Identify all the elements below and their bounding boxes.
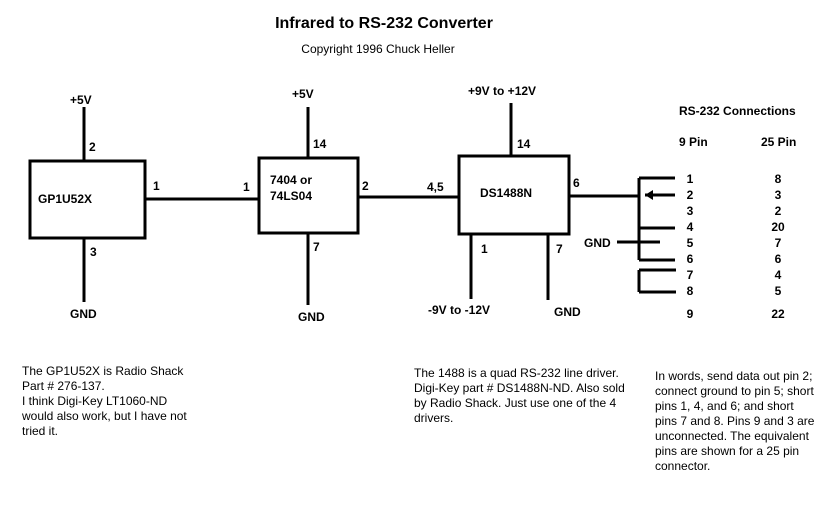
inverter-supply: +5V bbox=[292, 87, 314, 101]
inverter-label-line2: 74LS04 bbox=[270, 189, 312, 203]
rs232-25pin-4: 20 bbox=[771, 220, 785, 234]
rs232-25pin-5: 7 bbox=[775, 236, 782, 250]
rs232-9pin-7: 7 bbox=[687, 268, 694, 282]
gp1u52x-supply: +5V bbox=[70, 93, 92, 107]
rs232-25pin-9: 22 bbox=[771, 307, 785, 321]
rs232-col-9pin: 9 Pin bbox=[679, 135, 708, 149]
inverter-pin-out: 2 bbox=[362, 179, 369, 193]
ds1488-block: DS1488N 4,5 +9V to +12V 14 1 -9V to -12V… bbox=[427, 84, 581, 319]
ds1488-pin-out: 6 bbox=[573, 176, 580, 190]
diagram-title: Infrared to RS-232 Converter bbox=[275, 15, 493, 32]
ds1488-label: DS1488N bbox=[480, 186, 532, 200]
rs232-9pin-5: 5 bbox=[687, 236, 694, 250]
note-ds1488-text: The 1488 is a quad RS-232 line driver. D… bbox=[414, 366, 625, 425]
rs232-9pin-4: 4 bbox=[687, 220, 694, 234]
rs232-25pin-7: 4 bbox=[775, 268, 782, 282]
gp1u52x-block: GP1U52X +5V 2 3 GND 1 bbox=[28, 93, 160, 321]
rs232-9pin-2: 2 bbox=[687, 188, 694, 202]
ds1488-pin-neg: 1 bbox=[481, 242, 488, 256]
rs232-9pin-9: 9 bbox=[687, 307, 694, 321]
rs232-25pin-2: 3 bbox=[775, 188, 782, 202]
gp1u52x-pin-gnd: 3 bbox=[90, 245, 97, 259]
rs232-25pin-8: 5 bbox=[775, 284, 782, 298]
gp1u52x-pin-out: 1 bbox=[153, 179, 160, 193]
ds1488-supply: +9V to +12V bbox=[468, 84, 536, 98]
arrow-pin-2 bbox=[645, 190, 653, 200]
note-gp1u52x: The GP1U52X is Radio Shack Part # 276-13… bbox=[22, 364, 192, 439]
inverter-block: 7404 or 74LS04 1 +5V 14 7 GND 2 bbox=[243, 87, 369, 324]
gp1u52x-pin-supply: 2 bbox=[89, 140, 96, 154]
rs232-25pin-3: 2 bbox=[775, 204, 782, 218]
rs232-9pin-8: 8 bbox=[687, 284, 694, 298]
rs232-table: RS-232 Connections 9 Pin 25 Pin 1 8 2 3 3 2 4 2… bbox=[679, 104, 796, 321]
ds1488-pin-supply: 14 bbox=[517, 137, 531, 151]
note-ds1488: The 1488 is a quad RS-232 line driver. D… bbox=[414, 366, 626, 426]
gp1u52x-gnd: GND bbox=[70, 307, 97, 321]
note-gp1u52x-text: The GP1U52X is Radio Shack Part # 276-13… bbox=[22, 364, 187, 438]
inverter-pin-supply: 14 bbox=[313, 137, 327, 151]
ds1488-neg-supply: -9V to -12V bbox=[428, 303, 490, 317]
rs232-col-25pin: 25 Pin bbox=[761, 135, 796, 149]
rs232-9pin-1: 1 bbox=[687, 172, 694, 186]
note-wiring-text: In words, send data out pin 2; connect g… bbox=[655, 369, 815, 473]
inverter-pin-in: 1 bbox=[243, 180, 250, 194]
inverter-pin-gnd: 7 bbox=[313, 240, 320, 254]
connector-wiring: GND bbox=[584, 176, 676, 294]
ds1488-pin-in: 4,5 bbox=[427, 180, 444, 194]
inverter-gnd: GND bbox=[298, 310, 325, 324]
rs232-9pin-3: 3 bbox=[687, 204, 694, 218]
rs232-rows: 1 8 2 3 3 2 4 20 5 7 6 6 7 4 8 5 9 22 bbox=[687, 172, 785, 321]
rs232-9pin-6: 6 bbox=[687, 252, 694, 266]
ds1488-pin-gnd: 7 bbox=[556, 242, 563, 256]
copyright-text: Copyright 1996 Chuck Heller bbox=[301, 42, 454, 56]
rs232-heading: RS-232 Connections bbox=[679, 104, 796, 118]
rs232-25pin-6: 6 bbox=[775, 252, 782, 266]
inverter-label-line1: 7404 or bbox=[270, 173, 312, 187]
gp1u52x-label: GP1U52X bbox=[38, 192, 92, 206]
connector-gnd-label: GND bbox=[584, 236, 611, 250]
ds1488-gnd: GND bbox=[554, 305, 581, 319]
rs232-25pin-1: 8 bbox=[775, 172, 782, 186]
note-wiring: In words, send data out pin 2; connect g… bbox=[655, 369, 815, 474]
